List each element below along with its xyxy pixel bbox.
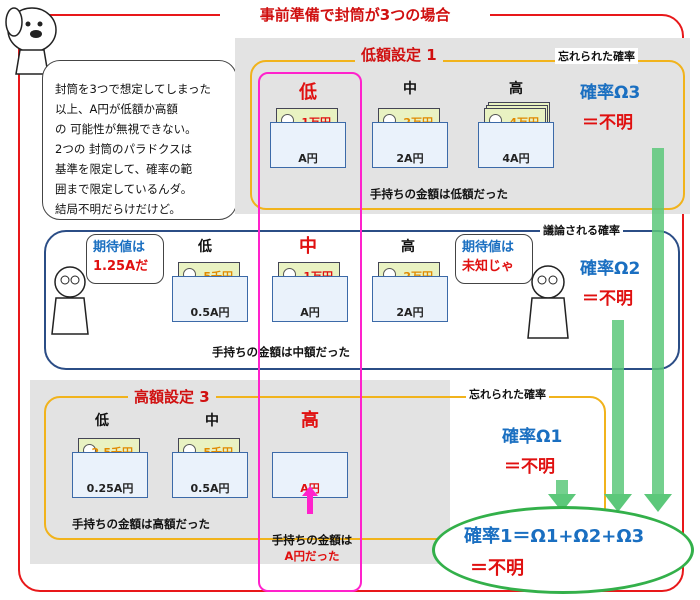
narration-line: 囲まで限定しているんダ。 — [55, 179, 226, 199]
forgotten-prob-label: 忘れられた確率 — [466, 386, 549, 402]
dog-scientist-icon — [48, 262, 94, 338]
envelope: 2万円 2A円 — [372, 262, 448, 322]
main-title: 事前準備で封筒が3つの場合 — [220, 4, 490, 25]
arrow-head-icon — [644, 494, 672, 512]
left-speech-bubble: 期待値は 1.25Aだ — [86, 234, 164, 284]
envelope: 2万円 2A円 — [372, 108, 448, 168]
level-high: 高 — [388, 236, 428, 256]
envelope: 5千円 0.5A円 — [172, 438, 248, 498]
prob-omega3-result: ＝不明 — [582, 110, 633, 136]
narration-line: 封筒を3つで想定してしまった 以上、A円が低額か高額 — [55, 79, 226, 119]
envelope: 4万円 4A円 — [478, 108, 554, 168]
envelope: 5千円 0.5A円 — [172, 262, 248, 322]
low-caption: 手持ちの金額は低額だった — [370, 186, 508, 202]
discussed-prob-label: 議論される確率 — [540, 222, 623, 238]
narration-line: 基準を限定して、確率の範 — [55, 159, 226, 179]
arrow-omega2 — [612, 320, 624, 498]
prob-omega2-result: ＝不明 — [582, 286, 633, 312]
level-mid: 中 — [390, 78, 430, 98]
prob-omega1: 確率Ω1 — [502, 424, 562, 450]
narration-line: 結局不明だらけだけど。 — [55, 199, 226, 219]
narration-bubble: 封筒を3つで想定してしまった 以上、A円が低額か高額 の 可能性が無視できない。… — [42, 60, 237, 220]
total-equation: 確率1＝Ω1+Ω2+Ω3 — [464, 524, 644, 550]
prob-omega1-result: ＝不明 — [504, 454, 555, 480]
forgotten-prob-label: 忘れられた確率 — [555, 48, 638, 64]
professor-dog-icon — [522, 262, 572, 342]
low-setting-title: 低額設定 1 — [355, 44, 443, 65]
level-low: 低 — [185, 236, 225, 256]
level-high: 高 — [496, 78, 536, 98]
envelope: 2.5千円 0.25A円 — [72, 438, 148, 498]
narration-line: 2つの 封筒のパラドクスは — [55, 139, 226, 159]
level-low: 低 — [82, 410, 122, 430]
level-mid: 中 — [192, 410, 232, 430]
narration-line: の 可能性が無視できない。 — [55, 119, 226, 139]
prob-omega3: 確率Ω3 — [580, 80, 640, 106]
high-setting-title: 高額設定 3 — [128, 386, 216, 407]
selected-column-highlight — [258, 72, 362, 592]
high-caption: 手持ちの金額は高額だった — [72, 516, 210, 532]
total-result: ＝不明 — [470, 556, 524, 582]
arrow-omega3 — [652, 148, 664, 498]
prob-omega2: 確率Ω2 — [580, 256, 640, 282]
